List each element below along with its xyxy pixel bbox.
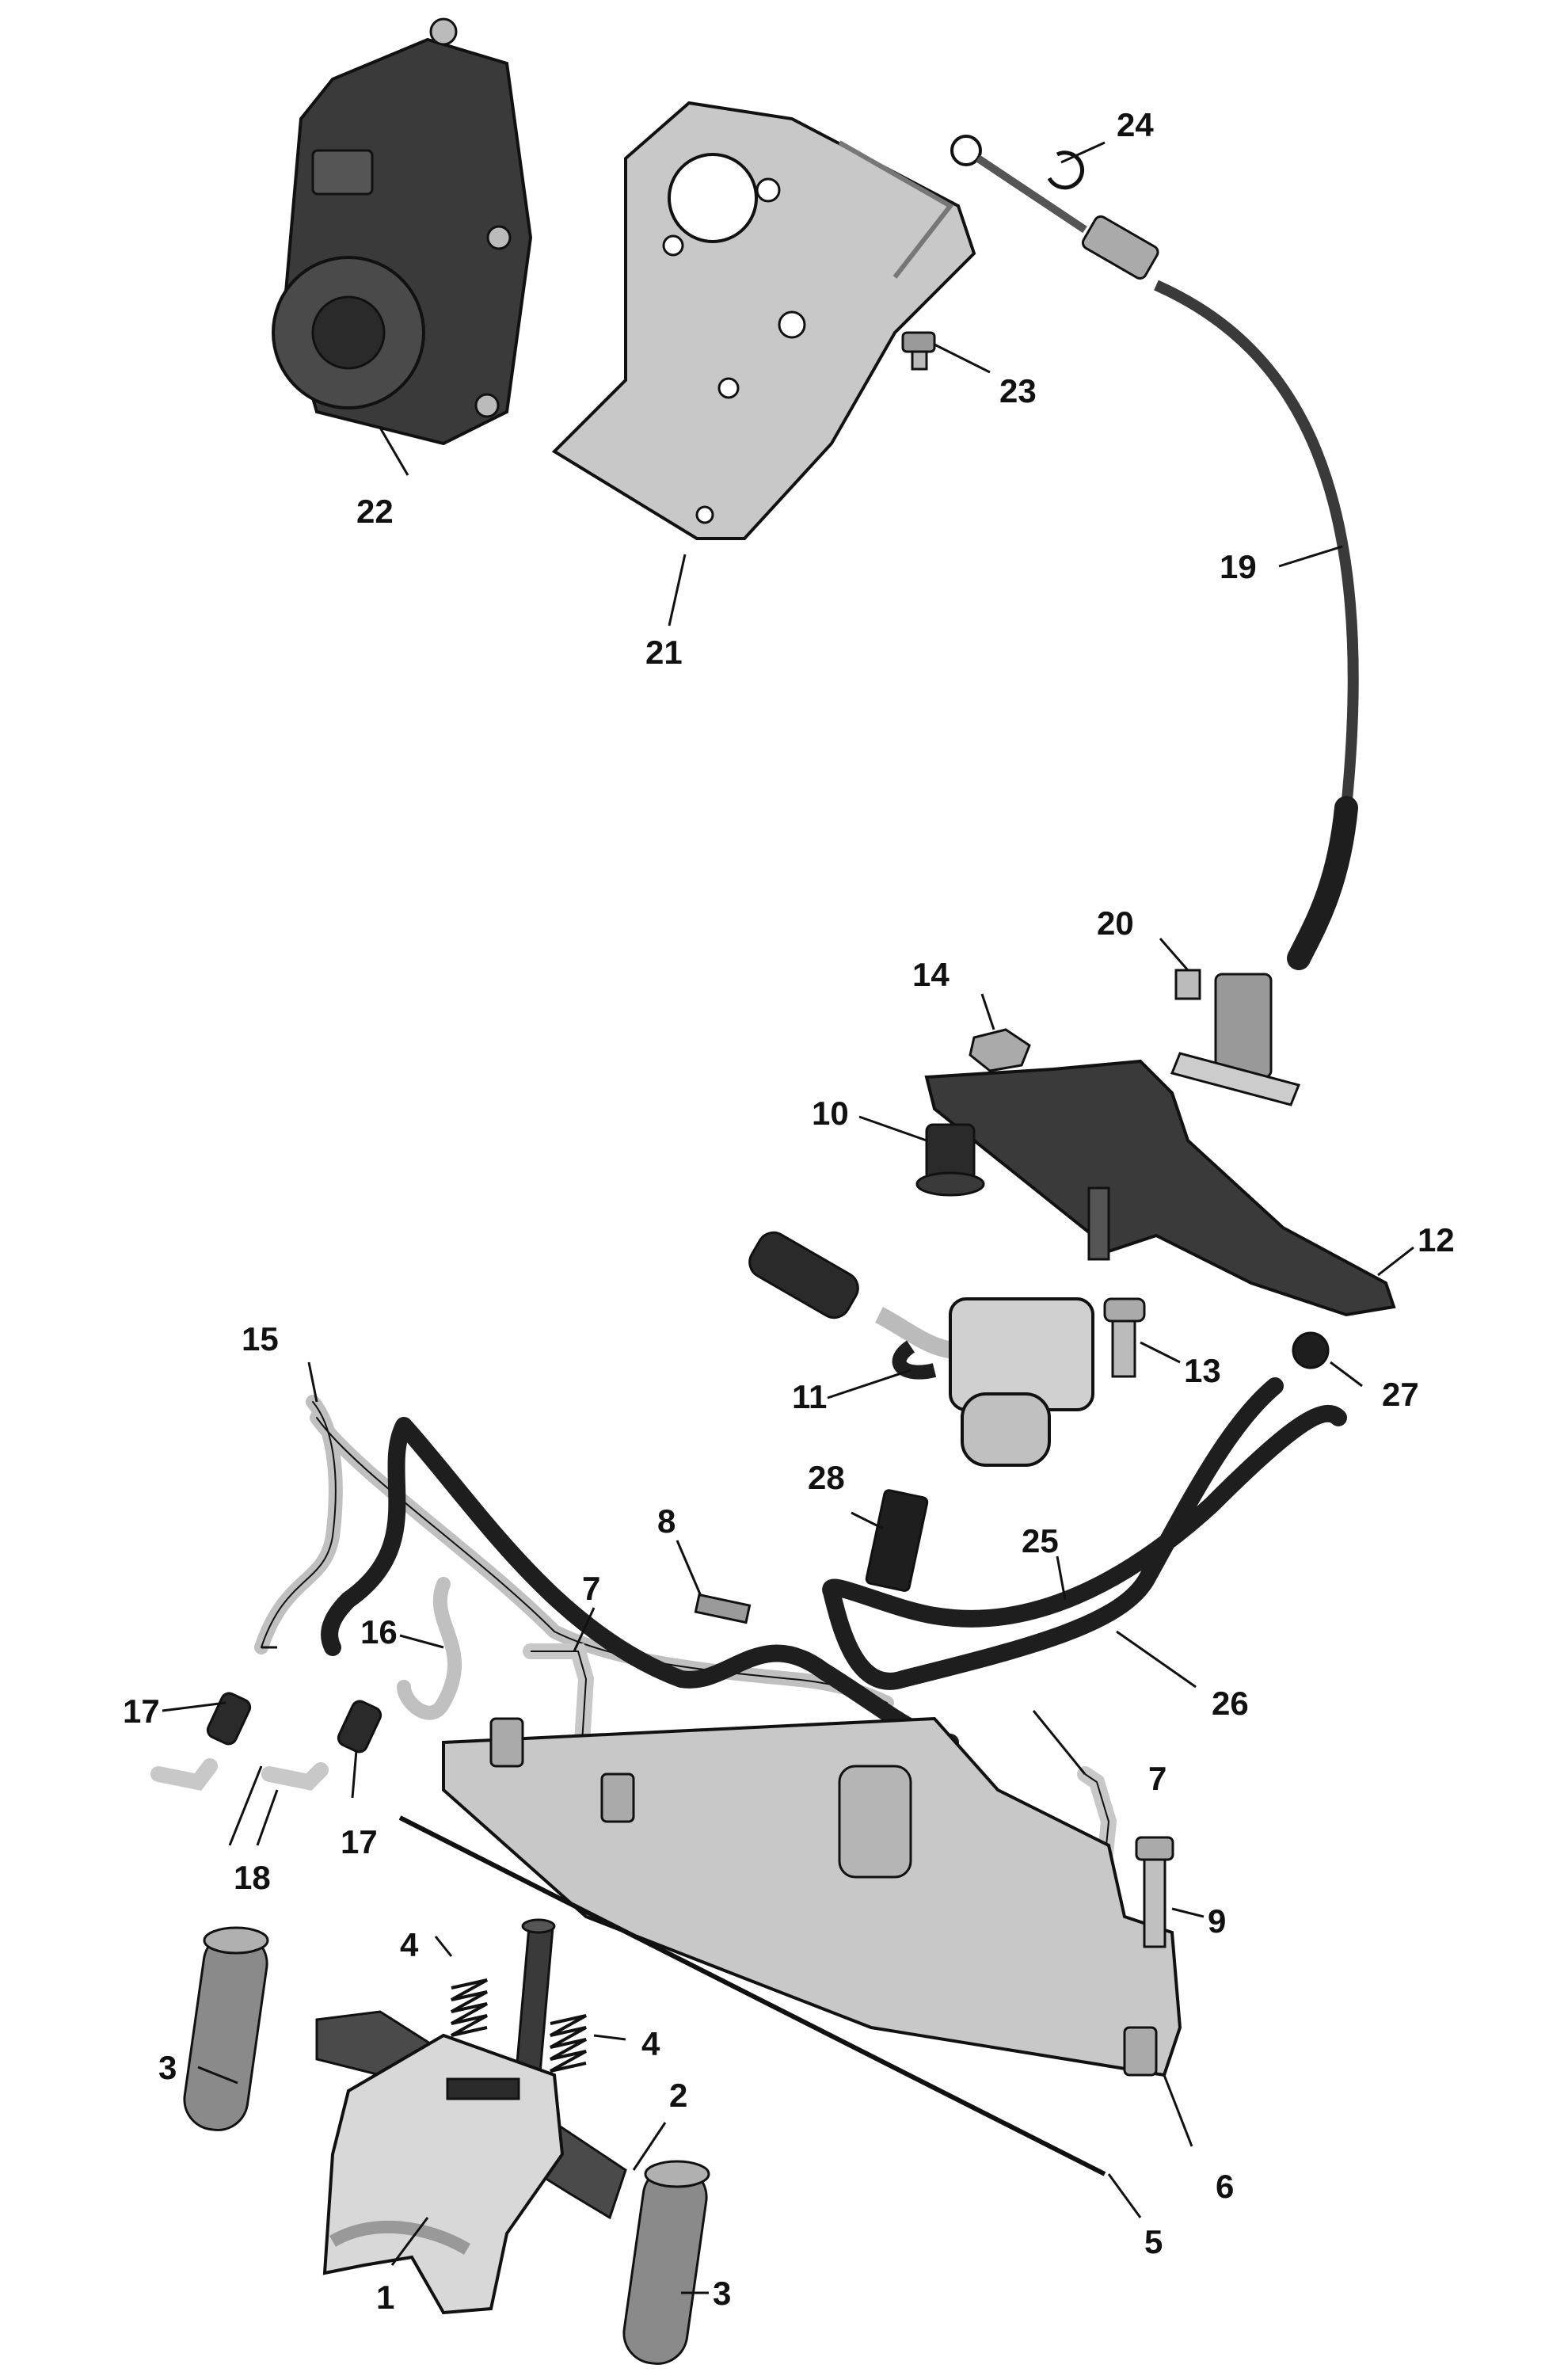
callout-15: 15 — [242, 1320, 279, 1357]
callout-21: 21 — [645, 634, 683, 671]
part-24-circlip — [1047, 150, 1084, 190]
part-7-fitting-lower — [1077, 1766, 1117, 1869]
part-5-gasket — [398, 1815, 1106, 2176]
callout-24: 24 — [1117, 106, 1154, 143]
part-16-hose — [397, 1577, 462, 1720]
part-11-sensor — [748, 1231, 1094, 1467]
part-9-bolt — [1135, 1836, 1174, 1948]
part-23-screw — [901, 331, 936, 371]
callout-1: 1 — [376, 2279, 394, 2316]
callout-14: 14 — [912, 956, 950, 993]
part-4-spring-a — [451, 1978, 488, 2037]
leader-lines — [162, 141, 1414, 2294]
part-1-valve-body — [322, 1918, 565, 2315]
part-22-actuator-motor — [272, 17, 533, 446]
callout-22: 22 — [356, 493, 394, 530]
part-3-roller-b — [622, 2160, 710, 2365]
callout-17-left: 17 — [123, 1693, 160, 1730]
part-28-connector — [865, 1489, 929, 1592]
part-25-hose — [822, 1377, 1347, 1690]
callout-18: 18 — [234, 1859, 271, 1896]
callout-13: 13 — [1184, 1352, 1221, 1389]
part-4-spring-b — [550, 2014, 587, 2073]
part-18-elbow-a — [150, 1758, 218, 1792]
part-19-cable — [950, 135, 1359, 970]
part-10-grommet — [915, 1123, 985, 1197]
callout-19: 19 — [1220, 548, 1257, 585]
callout-7-lower: 7 — [1148, 1760, 1166, 1797]
callout-labels: 24 23 19 22 21 20 14 10 12 13 11 27 28 8… — [123, 106, 1455, 2316]
part-7-fitting-upper — [523, 1643, 595, 1750]
callout-8: 8 — [657, 1502, 676, 1540]
callout-10: 10 — [812, 1095, 849, 1132]
callout-25: 25 — [1022, 1522, 1059, 1559]
callout-12: 12 — [1418, 1221, 1455, 1258]
part-12-support — [924, 1059, 1396, 1317]
part-18-elbow-b — [261, 1762, 329, 1791]
callout-9: 9 — [1208, 1902, 1226, 1940]
callout-7-upper: 7 — [582, 1570, 600, 1607]
callout-28: 28 — [808, 1459, 845, 1496]
callout-16: 16 — [360, 1613, 398, 1651]
callout-23: 23 — [999, 372, 1037, 409]
part-8-clip — [694, 1593, 752, 1624]
part-13-screw — [1103, 1297, 1146, 1378]
callout-5: 5 — [1144, 2223, 1163, 2260]
callout-2: 2 — [669, 2077, 687, 2114]
callout-3-right: 3 — [713, 2275, 731, 2312]
callout-27: 27 — [1382, 1376, 1419, 1413]
callout-11: 11 — [792, 1378, 827, 1415]
callout-4-upper: 4 — [400, 1926, 419, 1963]
part-17-check-valve-a — [206, 1692, 252, 1746]
callout-17-right: 17 — [341, 1823, 378, 1860]
part-20-screw-clamp — [1170, 969, 1301, 1106]
part-26-hose — [321, 1417, 959, 1751]
callout-26: 26 — [1212, 1685, 1249, 1722]
part-17-check-valve-b — [337, 1700, 382, 1753]
part-27-ball — [1292, 1331, 1330, 1369]
callout-20: 20 — [1097, 904, 1134, 942]
callout-4-lower: 4 — [641, 2025, 660, 2062]
callout-3-left: 3 — [158, 2049, 177, 2086]
callout-6: 6 — [1216, 2168, 1234, 2205]
part-3-roller-a — [183, 1926, 269, 2131]
part-21-bracket — [551, 101, 976, 540]
part-14-nut — [969, 1028, 1031, 1072]
part-6-housing — [442, 1716, 1182, 2077]
